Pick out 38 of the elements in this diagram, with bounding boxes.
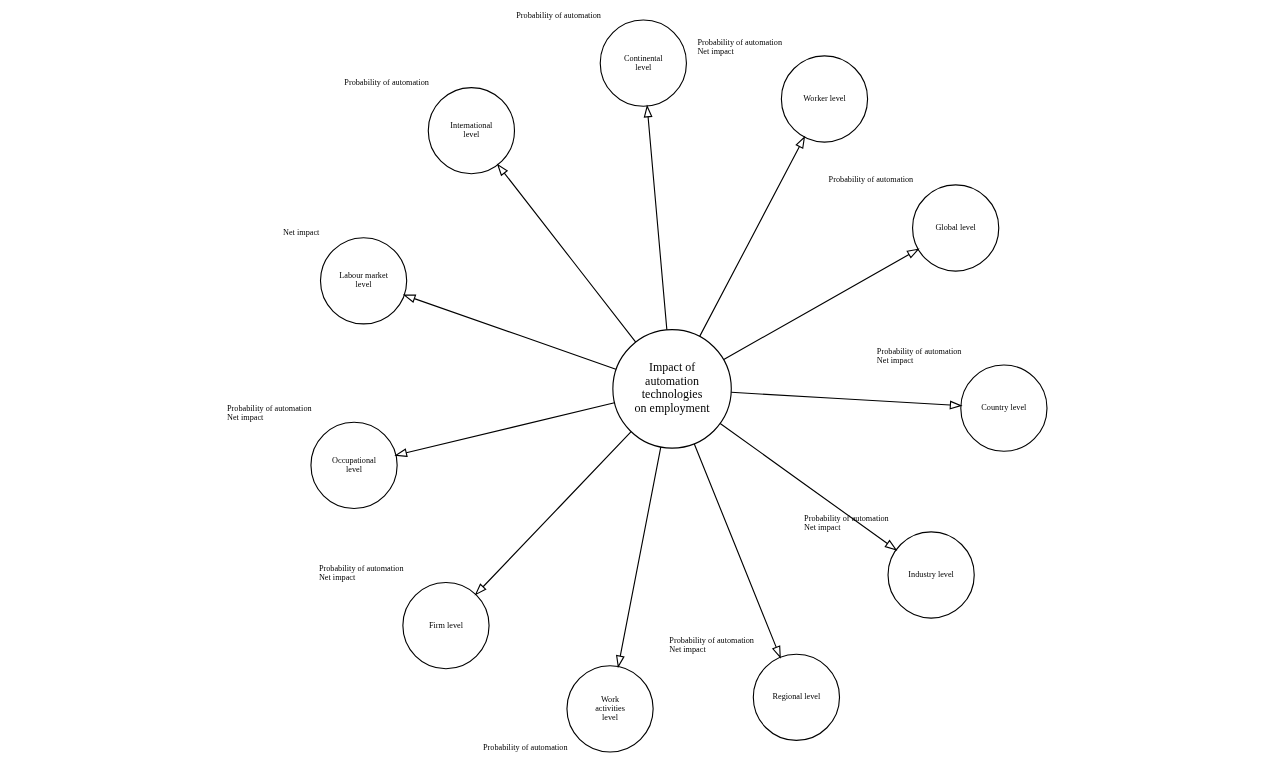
node-label: Probability of automation: [669, 635, 754, 645]
node-circle: Worker level: [780, 55, 869, 143]
node-circle: Occupational level: [310, 421, 398, 509]
arrow: [474, 431, 632, 596]
node-label: Probability of automation: [344, 78, 429, 88]
node-circle: Work activities level: [566, 665, 654, 753]
node-circle: Industry level: [887, 531, 975, 619]
arrow: [693, 443, 781, 659]
node-circle: Country level: [960, 364, 1048, 452]
node-label: Net impact: [697, 46, 734, 56]
arrow: [719, 422, 898, 551]
arrow: [643, 104, 668, 331]
node-label: Probability of automation: [697, 37, 783, 47]
node-circle: Regional level: [752, 653, 841, 741]
node-label: Probability of automation: [482, 742, 568, 752]
node-label: Probability of automation: [227, 403, 312, 413]
node-label: Net impact: [283, 228, 320, 238]
node-label: Net impact: [876, 355, 914, 365]
arrow: [402, 294, 617, 370]
arrow: [730, 391, 963, 410]
node-label: Net impact: [804, 522, 841, 532]
node-label: Probability of automation: [828, 175, 914, 185]
node-label: Net impact: [318, 573, 356, 583]
node-label: Net impact: [669, 644, 706, 654]
arrow: [723, 248, 920, 361]
arrow: [394, 402, 616, 457]
node-circle: Impact of automation technologies on employment: [612, 329, 732, 449]
node-circle: Global level: [912, 184, 1000, 272]
arrow: [615, 446, 662, 669]
node-label: Probability of automation: [804, 513, 889, 523]
node-label: Probability of automation: [876, 346, 962, 356]
node-label: Probability of automation: [516, 10, 601, 20]
node-circle: Continental level: [599, 19, 687, 107]
node-label: Probability of automation: [318, 564, 404, 574]
arrow: [699, 135, 806, 337]
node-label: Net impact: [227, 412, 264, 422]
arrow: [496, 163, 637, 343]
node-circle: Labour market level: [319, 237, 408, 325]
